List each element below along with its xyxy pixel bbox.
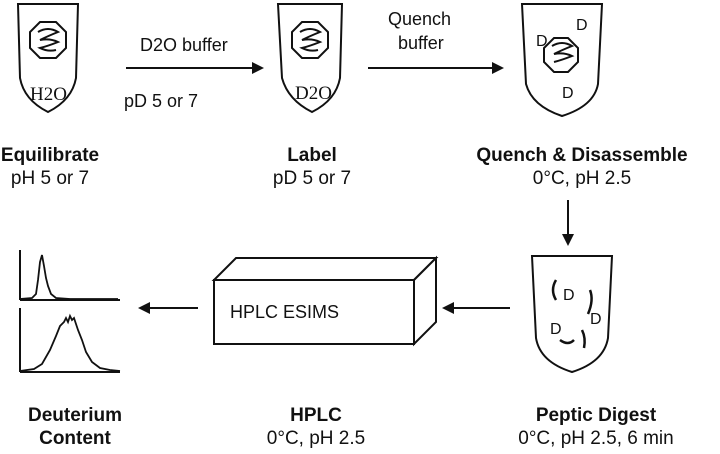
arrow-label-line2: pD 5 or 7 [124,91,199,111]
step-deuterium: Deuterium Content [0,404,150,450]
tube-label-h2o: H2O [30,84,67,105]
tube-quench: D D D [520,3,604,118]
step-title: Deuterium [28,405,122,426]
arrow-label-line1: D2O buffer [140,35,228,55]
tube-digest: D D D [530,255,614,374]
step-title: Label [287,145,337,166]
spectrum-undeuterated [19,254,118,300]
tube-label: D2O [276,3,344,114]
deuterium-mark: D [536,33,548,50]
tube-equilibrate: H2O [16,3,80,114]
step-title: HPLC [290,405,342,426]
step-hplc: HPLC 0°C, pH 2.5 [226,404,406,450]
step-subtitle: pD 5 or 7 [272,168,352,189]
mass-spectra [19,250,121,373]
step-subtitle: pH 5 or 7 [10,168,90,189]
step-title: Quench & Disassemble [476,145,688,166]
peptide-fragment [580,329,586,349]
quench-label-line2: buffer [398,33,444,53]
step-subtitle: Content [39,428,111,449]
peptide-fragment [559,338,575,345]
step-equilibrate: Equilibrate pH 5 or 7 [0,144,100,190]
step-title: Peptic Digest [535,405,657,426]
step-digest: Peptic Digest 0°C, pH 2.5, 6 min [476,404,716,450]
step-subtitle: 0°C, pH 2.5, 6 min [518,428,674,449]
tube-label-d2o: D2O [295,83,332,104]
peptide-fragment [586,289,593,315]
deuterium-mark: D [590,311,602,328]
peptide-fragment [551,279,558,301]
hplc-box-label: HPLC ESIMS [230,302,339,322]
deuterium-mark: D [576,17,588,34]
spectrum-deuterated [19,313,121,372]
quench-label-line1: Quench [388,9,452,29]
step-title: Equilibrate [0,145,100,166]
protein-icon [291,21,329,59]
step-label: Label pD 5 or 7 [262,144,362,190]
protein-icon [543,37,579,73]
step-subtitle: 0°C, pH 2.5 [532,168,632,189]
protein-icon [29,21,67,59]
hplc-box: HPLC ESIMS [211,255,439,347]
deuterium-mark: D [562,85,574,102]
deuterium-mark: D [550,321,562,338]
step-quench: Quench & Disassemble 0°C, pH 2.5 [446,144,718,190]
step-subtitle: 0°C, pH 2.5 [266,428,366,449]
deuterium-mark: D [563,287,575,304]
